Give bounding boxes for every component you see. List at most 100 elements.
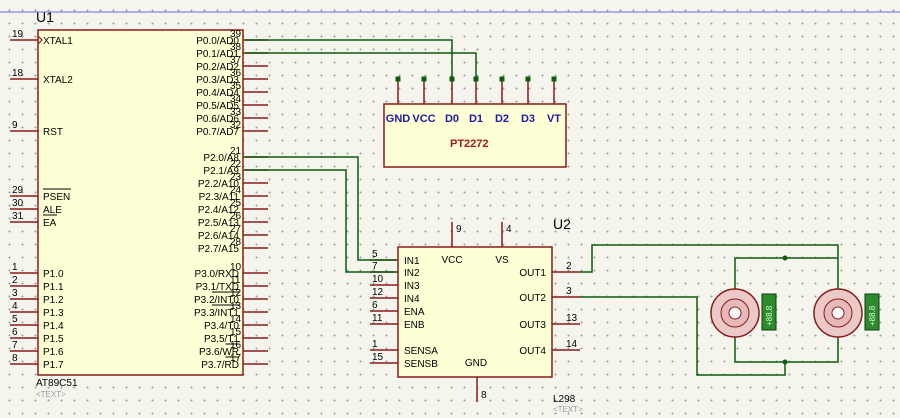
pt2272-pin-gnd: GND (386, 113, 411, 125)
wire-p00-d0[interactable] (245, 39, 453, 79)
motor-2-shaft (831, 306, 845, 320)
u1-pin-number: 11 (230, 275, 241, 286)
clock-marker-icon (37, 35, 43, 45)
motor-1[interactable]: +88.8 (710, 288, 777, 338)
u1-pin-name-p1-4: P1.4 (43, 321, 64, 332)
motor-2[interactable]: +88.8 (813, 288, 880, 338)
u1-pin-number: 22 (230, 159, 242, 170)
u1-pin-name-p0-4-ad4: P0.4/AD4 (196, 88, 239, 99)
motor-2-speed-meter (864, 293, 880, 331)
pt2272-pin-terminal[interactable] (551, 76, 557, 82)
u2-pin-number: 6 (372, 300, 378, 311)
u1-pin-number: 17 (230, 353, 242, 364)
u2-pin-name-vs: VS (495, 255, 509, 266)
pt2272-name: PT2272 (450, 138, 489, 150)
u1-pin-name-p0-1-ad1: P0.1/AD1 (196, 49, 239, 60)
u1-pin-number: 34 (230, 94, 242, 105)
wire-motor-bottom[interactable] (734, 335, 839, 363)
u2-pin-number: 13 (566, 313, 578, 324)
u1-pin-name-p2-3-a11: P2.3/A11 (199, 192, 240, 203)
u1-pin-name-p3-2-int0: P3.2/INT0 (194, 295, 239, 306)
u2-text-placeholder: <TEXT> (553, 405, 583, 414)
u1-pin-name-p3-7-rd: P3.7/RD (201, 360, 239, 371)
pt2272-pin-d0: D0 (445, 113, 459, 125)
u2-pin-number: 5 (372, 249, 378, 260)
pt2272-pin-terminal[interactable] (421, 76, 427, 82)
u1-pin-number: 21 (230, 146, 242, 157)
u1-reference: U1 (36, 9, 54, 25)
u1-pin-number: 33 (230, 107, 242, 118)
pt2272-pin-d1: D1 (469, 113, 483, 125)
u1-pin-name-p1-7: P1.7 (43, 360, 64, 371)
u2-pin-name-sensa: SENSA (404, 346, 438, 357)
u1-pin-number: 7 (12, 340, 18, 351)
u1-pin-number: 38 (230, 42, 242, 53)
u2-pin-name-sensb: SENSB (404, 359, 438, 370)
u2-pin-name-out1: OUT1 (519, 268, 546, 279)
u2-body[interactable] (397, 246, 553, 378)
u1-pin-name-p1-5: P1.5 (43, 334, 64, 345)
u1-body[interactable] (37, 29, 244, 376)
u1-pin-number: 4 (12, 301, 18, 312)
u1-pin-name-p3-4-t0: P3.4/T0 (204, 321, 239, 332)
u1-pin-name-psen: PSEN (43, 192, 70, 203)
u1-left-pins: 19XTAL118XTAL29RST29PSEN30ALE31EA1P1.02P… (10, 29, 73, 371)
u1-pin-name-p2-2-a10: P2.2/A10 (198, 179, 240, 190)
u1-pin-name-xtal2: XTAL2 (43, 75, 73, 86)
u2-pin-name-ena: ENA (404, 307, 425, 318)
wire-p01-d1[interactable] (245, 52, 477, 79)
u2-pin-number: 4 (506, 224, 512, 235)
u1-pin-name-p2-6-a14: P2.6/A14 (198, 231, 240, 242)
u1-pin-name-p3-0-rxd: P3.0/RXD (195, 269, 239, 280)
u2-pin-number: 1 (372, 339, 378, 350)
u1-pin-name-p1-1: P1.1 (43, 282, 64, 293)
u2-pin-number: 9 (456, 224, 462, 235)
u1-pin-name-p0-5-ad5: P0.5/AD5 (196, 101, 239, 112)
u1-pin-number: 16 (230, 340, 242, 351)
u1-pin-name-rst: RST (43, 127, 63, 138)
pt2272-pin-vcc: VCC (412, 113, 435, 125)
u2-pin-number: 7 (372, 261, 378, 272)
u1-pin-number: 31 (12, 211, 24, 222)
wire-motor1-top[interactable] (734, 257, 838, 292)
pt2272-pin-vt: VT (547, 113, 561, 125)
u1-pin-number: 1 (12, 262, 18, 273)
u1-pin-name-p2-1-a9: P2.1/A9 (203, 166, 239, 177)
u1-pin-name-p0-0-ad0: P0.0/AD0 (196, 36, 239, 47)
u2-pin-name-gnd: GND (465, 358, 487, 369)
u1-pin-name-p2-4-a12: P2.4/A12 (198, 205, 240, 216)
u1-pin-name-ale: ALE (43, 205, 62, 216)
pt2272-body[interactable] (383, 103, 567, 168)
u1-pin-number: 35 (230, 81, 242, 92)
u2-pin-number: 14 (566, 339, 578, 350)
pt2272-pin-terminal[interactable] (499, 76, 505, 82)
u1-pin-name-p3-5-t1: P3.5/T1 (204, 334, 239, 345)
u2-pin-name-enb: ENB (404, 320, 425, 331)
u2-pin-name-out4: OUT4 (519, 346, 546, 357)
u1-microcontroller[interactable]: U1 19XTAL118XTAL29RST29PSEN30ALE31EA1P1.… (10, 9, 268, 399)
wire-p20-in1[interactable] (245, 156, 396, 261)
pt2272-pin-d2: D2 (495, 113, 509, 125)
u2-pin-number: 11 (372, 313, 383, 324)
wire-p21-in2[interactable] (245, 169, 396, 273)
wire-out2-motors[interactable] (580, 296, 786, 376)
u2-pin-number: 3 (566, 286, 572, 297)
u1-pin-name-p3-6-wr: P3.6/WR (199, 347, 239, 358)
pt2272-pin-terminal[interactable] (395, 76, 401, 82)
u1-text-placeholder: <TEXT> (36, 390, 66, 399)
u1-pin-number: 32 (230, 120, 242, 131)
u2-motor-driver[interactable]: U2 5IN17IN210IN312IN46ENA11ENB1SENSA15SE… (370, 216, 583, 414)
pt2272-pin-terminal[interactable] (525, 76, 531, 82)
u1-pin-name-p3-3-int1: P3.3/INT1 (194, 308, 239, 319)
junction-bottom (782, 359, 788, 365)
u1-pin-name-p0-2-ad2: P0.2/AD2 (196, 62, 239, 73)
wire-out1-motors[interactable] (580, 244, 839, 292)
junction-top (782, 255, 788, 261)
u1-pin-number: 9 (12, 120, 18, 131)
u1-pin-number: 2 (12, 275, 18, 286)
u1-pin-name-p2-5-a13: P2.5/A13 (198, 218, 240, 229)
u1-pin-number: 26 (230, 211, 242, 222)
